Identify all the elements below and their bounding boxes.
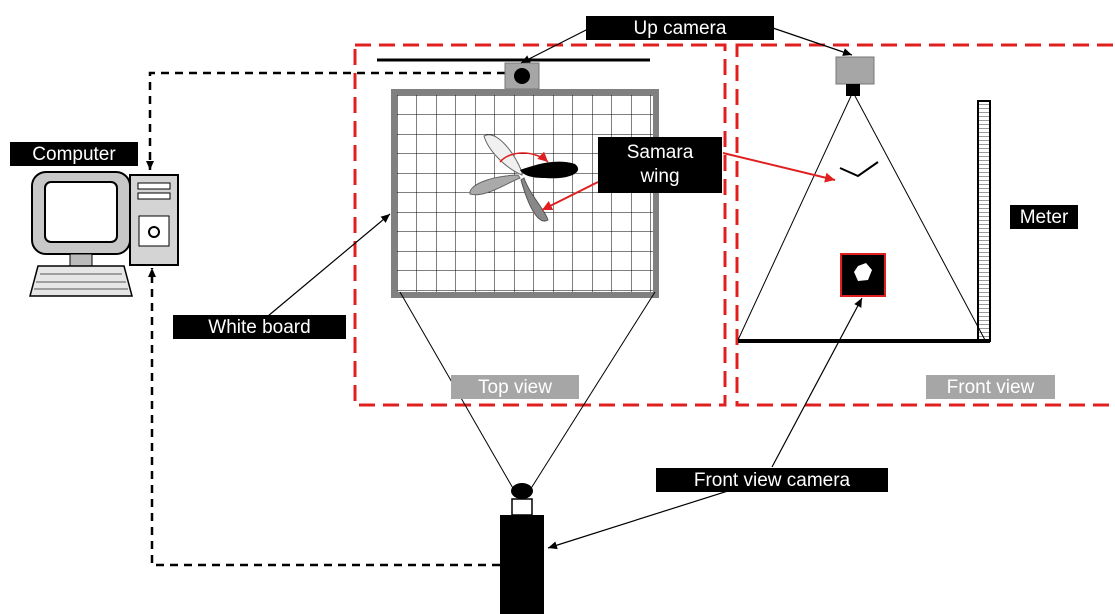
meter-label: Meter [1010, 205, 1078, 229]
computer-icon [29, 171, 179, 297]
meter-ruler [977, 100, 991, 342]
samara-pointer-front [722, 152, 836, 183]
up-camera-pointer-left [520, 26, 593, 64]
front-lens-pointer [771, 297, 863, 468]
falling-samara [839, 161, 879, 178]
front-view-camera-label: Front view camera [656, 468, 888, 492]
up-camera-cable [146, 71, 505, 170]
samara-wing-sketch [469, 134, 579, 222]
front-camera-cable [148, 268, 500, 567]
computer-label: Computer [10, 142, 138, 166]
top-view-label: Top view [451, 375, 579, 399]
top-view-fov-right [529, 291, 656, 491]
samara-wing-label-line2: wing [640, 166, 680, 187]
top-view-region [353, 43, 727, 407]
white-board-pointer [267, 213, 391, 317]
up-camera-top-icon [504, 62, 540, 90]
front-view-scene [737, 56, 991, 343]
up-camera-label: Up camera [586, 16, 774, 40]
up-camera-front-icon [835, 56, 875, 85]
samara-pointer-board [541, 181, 599, 211]
samara-wing-label-line1: Samara [626, 142, 694, 163]
front-view-label: Front view [926, 375, 1055, 399]
front-view-region [735, 43, 1115, 407]
samara-wing-label: Samara wing [598, 137, 722, 193]
white-board-label: White board [173, 315, 346, 339]
up-camera-pointer-right [769, 26, 853, 56]
front-view-camera-icon [500, 483, 544, 614]
